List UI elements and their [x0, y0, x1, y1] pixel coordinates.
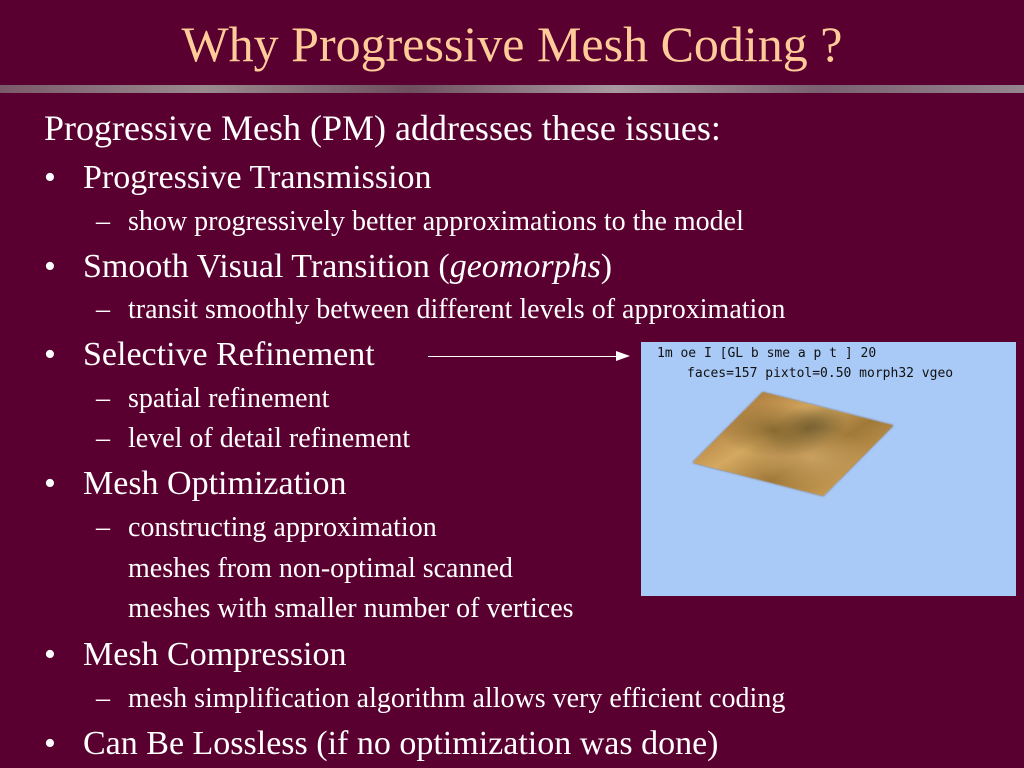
bullet-glyph: • [44, 465, 56, 502]
bullet-label-suffix: ) [600, 248, 613, 285]
sub-label: level of detail refinement [128, 423, 411, 454]
dash-glyph: – [96, 512, 110, 543]
terrain-mesh-image [692, 392, 894, 496]
bullet-item: • Selective Refinement [44, 335, 375, 375]
bullet-label: Progressive Transmission [83, 159, 432, 196]
bullet-label: Selective Refinement [83, 336, 375, 373]
bullet-glyph: • [44, 725, 56, 762]
sub-item: – show progressively better approximatio… [96, 205, 744, 239]
mesh-viewer-screenshot: 1m oe I [GL b sme a p t ] 20 faces=157 p… [641, 342, 1016, 596]
sub-item: – mesh simplification algorithm allows v… [96, 682, 785, 716]
bullet-item: • Can Be Lossless (if no optimization wa… [44, 724, 719, 764]
sub-label: mesh simplification algorithm allows ver… [128, 683, 786, 714]
bullet-item: • Mesh Compression [44, 635, 347, 675]
dash-glyph: – [96, 423, 110, 454]
sub-item: – level of detail refinement [96, 422, 410, 456]
sub-item: – transit smoothly between different lev… [96, 293, 785, 327]
sub-item: – spatial refinement [96, 382, 329, 416]
sub-label: constructing approximation [128, 512, 437, 543]
dash-glyph: – [96, 683, 110, 714]
dash-glyph: – [96, 206, 110, 237]
bullet-item: • Smooth Visual Transition (geomorphs) [44, 247, 612, 287]
viewer-status-line-2: faces=157 pixtol=0.50 morph32 vgeo [687, 366, 954, 381]
bullet-glyph: • [44, 336, 56, 373]
bullet-glyph: • [44, 159, 56, 196]
sub-label: spatial refinement [128, 383, 330, 414]
bullet-label-prefix: Smooth Visual Transition ( [83, 248, 450, 285]
bullet-item: • Progressive Transmission [44, 158, 432, 198]
sub-item: – constructing approximation [96, 511, 437, 545]
slide-title: Why Progressive Mesh Coding ? [181, 16, 843, 72]
sub-label: show progressively better approximations… [128, 206, 744, 237]
bullet-label: Can Be Lossless (if no optimization was … [83, 725, 719, 762]
viewer-status-line-1: 1m oe I [GL b sme a p t ] 20 [657, 346, 877, 361]
sub-continuation: meshes with smaller number of vertices [128, 593, 574, 624]
bullet-label-italic: geomorphs [449, 248, 601, 285]
arrow-line [428, 356, 618, 357]
bullet-glyph: • [44, 636, 56, 673]
dash-glyph: – [96, 294, 110, 325]
bullet-label: Mesh Compression [83, 636, 347, 673]
bullet-label: Mesh Optimization [83, 465, 347, 502]
arrow-head-icon [616, 351, 630, 361]
bullet-item: • Mesh Optimization [44, 464, 346, 504]
sub-continuation: meshes from non-optimal scanned [128, 553, 513, 584]
intro-text: Progressive Mesh (PM) addresses these is… [44, 108, 721, 148]
dash-glyph: – [96, 383, 110, 414]
bullet-label: Smooth Visual Transition (geomorphs) [83, 247, 612, 287]
title-divider [0, 85, 1024, 93]
sub-label: transit smoothly between different level… [128, 294, 786, 325]
bullet-glyph: • [44, 248, 56, 285]
